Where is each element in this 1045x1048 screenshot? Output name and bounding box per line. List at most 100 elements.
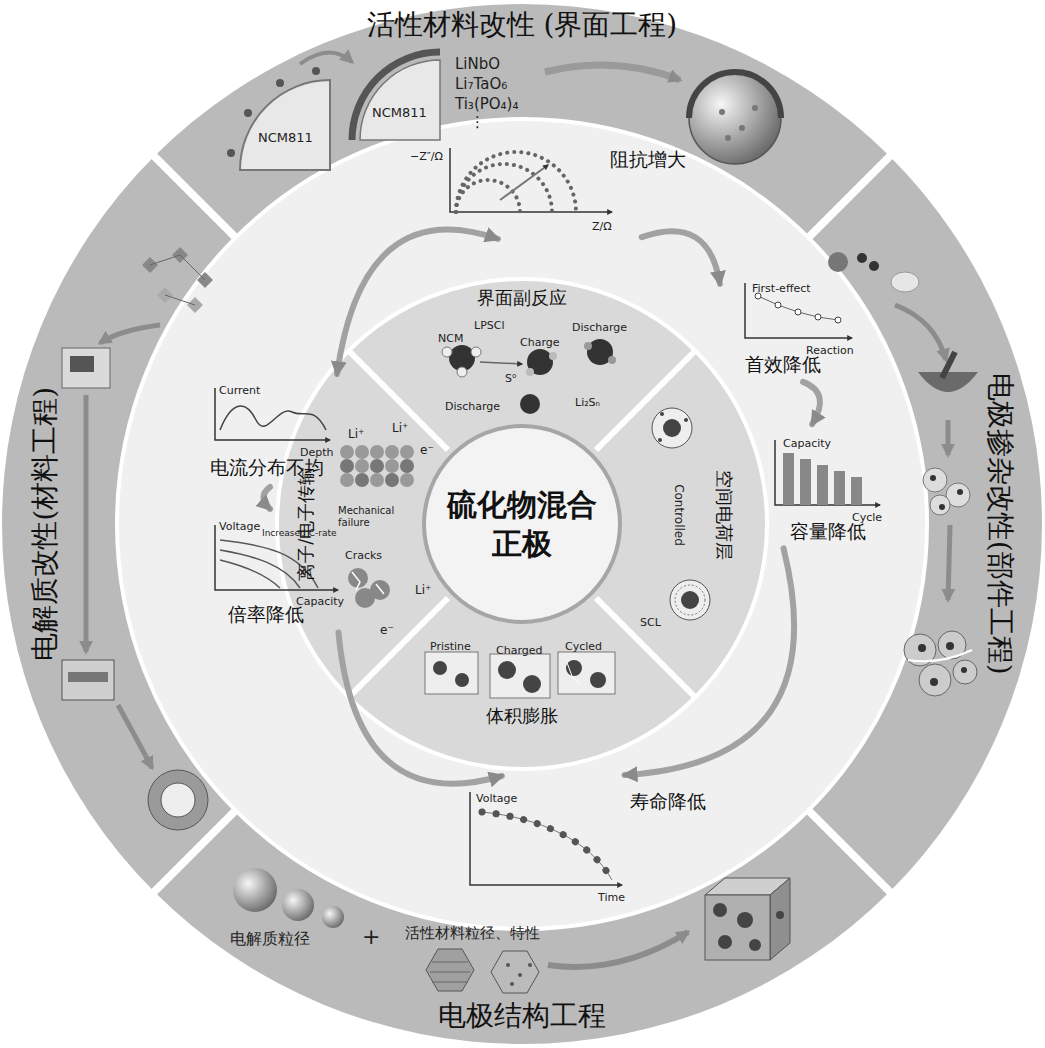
figure-label: Li⁺ [348, 428, 364, 442]
doping-illustration [930, 678, 938, 686]
figure-label: Li⁺ [415, 584, 431, 598]
outer-ring [808, 151, 895, 238]
sector-title: 活性材料改性 (界面工程) [367, 8, 678, 42]
outer-ring [2, 4, 1042, 1044]
coating-illustration [244, 109, 252, 117]
figure-label: Mechanical failure [338, 505, 406, 530]
figure-label: −Z″/Ω [410, 151, 443, 164]
structure-illustration [749, 939, 761, 951]
lifetime-chart [482, 812, 612, 880]
impedance-chart [500, 165, 548, 200]
transport-illustration [352, 572, 360, 590]
transport-illustration [376, 584, 384, 594]
figure-label: NCM [438, 333, 463, 346]
side-reaction-illustration [527, 349, 553, 375]
coating-illustration [752, 105, 758, 111]
transport-illustration [355, 588, 375, 608]
electrolyte-illustration [62, 247, 213, 830]
efficiency-chart [745, 283, 852, 338]
figure-label: Voltage [476, 788, 517, 806]
flow-arrow [642, 231, 720, 284]
structure-illustration [713, 903, 727, 917]
electrolyte-illustration [161, 783, 195, 817]
transport-illustration [370, 459, 384, 473]
figure-label: Increased C-rate [262, 528, 336, 538]
figure-label: Li⁺ [415, 580, 431, 598]
mechanism-sector: 空间电荷层 [711, 464, 737, 566]
middle-ring [117, 119, 927, 929]
figure-label: Cracks [345, 545, 382, 563]
figure-label: Capacity [296, 596, 344, 609]
mechanism-title: 离子/电子传输 [295, 467, 317, 581]
figure-label: 电解质粒径 [230, 930, 310, 948]
doping-illustration [869, 261, 879, 271]
figure-label: Voltage [476, 793, 517, 806]
coating-illustration [276, 79, 284, 87]
inner-ring [349, 351, 448, 450]
doping-illustration [939, 504, 945, 510]
space-charge-illustration [658, 438, 662, 442]
structure-illustration [233, 868, 790, 993]
capacity-chart [817, 465, 828, 505]
electrolyte-illustration [62, 348, 110, 388]
figure-label: SCL [640, 617, 661, 630]
mechanism-sector: 体积膨胀 [480, 703, 564, 729]
efficiency-chart [835, 317, 841, 323]
rate-chart [215, 525, 338, 590]
side-reaction-illustration [584, 342, 592, 350]
volume-expansion-illustration [566, 660, 582, 676]
figure-label: Voltage [219, 516, 260, 534]
figure-label: e⁻ [420, 440, 434, 458]
capacity-chart [800, 459, 811, 505]
structure-illustration [322, 906, 344, 928]
figure-label: Cycled [565, 636, 602, 654]
figure-label: Depth [300, 442, 334, 460]
figure-label: Time [598, 887, 625, 905]
doping-illustration [961, 667, 967, 673]
sector-title: 电解质改性(材料工程) [28, 387, 62, 661]
structure-illustration [282, 889, 314, 921]
side-reaction-illustration [457, 367, 467, 377]
figure-label: ⋮ [470, 113, 485, 131]
figure-label: Voltage [219, 521, 260, 534]
figure-label: Li₇TaO₆ [455, 76, 507, 93]
figure-label: First-effect [752, 283, 811, 296]
figure-label: Depth [300, 447, 334, 460]
structure-illustration [430, 972, 470, 973]
coating-illustration [725, 135, 731, 141]
coating-illustration [352, 52, 440, 140]
efficiency-chart [758, 296, 838, 320]
structure-illustration [233, 868, 277, 912]
figure-label: Controlled [671, 484, 689, 546]
doping-illustration [957, 489, 963, 495]
figure-label: Reaction [806, 340, 854, 358]
doping-illustration [895, 305, 946, 360]
figure-label: Discharge [445, 401, 500, 414]
efficiency-chart [775, 302, 781, 308]
efficiency-chart [745, 283, 852, 338]
volume-expansion-illustration [523, 675, 541, 693]
figure-label: Charged [496, 640, 542, 658]
electrolyte-illustration [165, 295, 195, 305]
efficiency-chart [815, 314, 821, 320]
figure-label: Li₂Sₙ [575, 392, 600, 410]
coating-illustration [300, 52, 352, 64]
side-reaction-illustration [526, 368, 534, 376]
figure-label: NCM811 [372, 103, 427, 121]
figure-label: Discharge [572, 322, 627, 335]
electrolyte-illustration [70, 356, 94, 372]
volume-expansion-illustration [433, 661, 447, 675]
doping-illustration [918, 372, 978, 392]
rate-chart [220, 560, 280, 588]
figure-label: e⁻ [380, 624, 394, 638]
coating-illustration [689, 72, 781, 118]
figure-label: Pristine [430, 636, 471, 654]
figure-label: LPSCl [474, 320, 504, 333]
figure-label: + [362, 924, 380, 949]
outer-ring [149, 151, 236, 238]
figure-label: Z/Ω [592, 216, 612, 234]
inner-ring [596, 351, 695, 450]
mechanism-title: 空间电荷层 [713, 470, 735, 560]
side-reaction-illustration [608, 356, 616, 364]
figure-label: −Z″/Ω [410, 146, 443, 164]
